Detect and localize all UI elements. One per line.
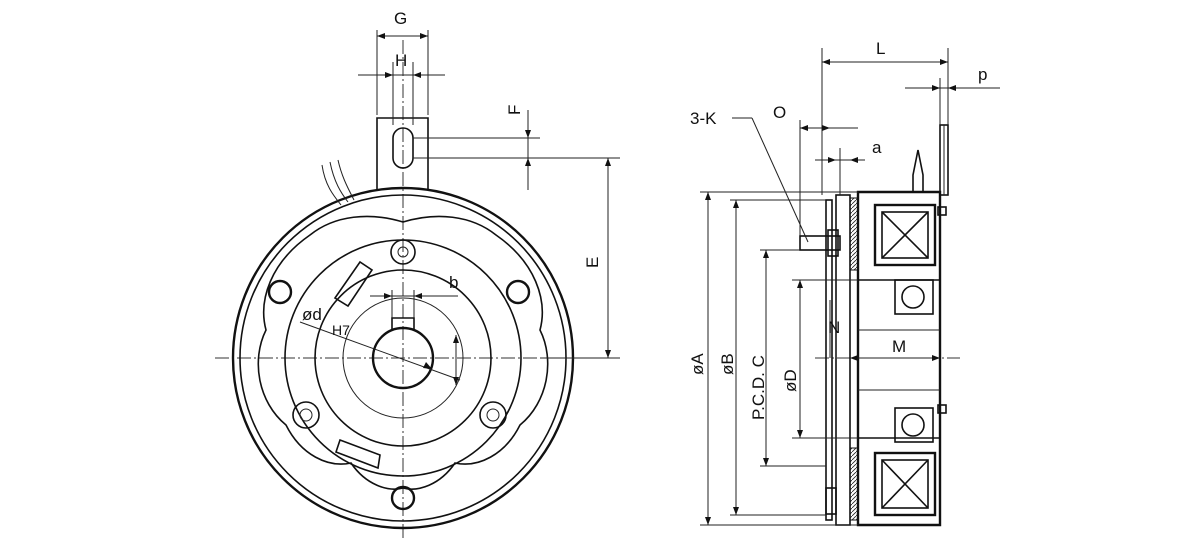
label-D: øD [781,369,800,392]
label-M: M [892,337,906,356]
label-N: N [828,318,840,337]
label-A: øA [688,353,707,375]
spring-slot-lower [334,438,381,470]
side-view: L p O a 3-K N M [688,39,1000,527]
front-view: G H F E b ød H7 [215,9,620,540]
label-C: P.C.D. C [749,355,768,420]
coil-top [873,203,937,267]
label-L: L [876,39,885,58]
bolt-lower [825,487,837,515]
bearing-top [894,279,934,315]
label-a: a [872,138,882,157]
torque-arm-slot [392,127,414,169]
label-B: øB [718,353,737,375]
torque-arm [376,117,429,190]
bore-circle [371,326,435,390]
mounting-hole-left [267,279,293,305]
flange-plate-outline [257,215,549,490]
lead-wire-2 [329,161,349,203]
coil-bottom [873,451,937,517]
keyway [391,317,415,330]
screw-right-top [937,206,947,216]
terminal-pin-left [912,149,924,192]
hub-middle-ring [314,269,492,447]
mounting-hole-right [505,279,531,305]
label-h7: H7 [332,322,350,338]
mounting-hole-bottom [390,485,416,511]
spring-slot-upper [333,260,374,308]
label-O: O [773,103,786,122]
armature-disc [825,199,833,521]
bolt-3K [799,235,841,251]
mounting-hole-lower-left [292,401,320,429]
dimension-line-bore [299,321,461,381]
mounting-hole-lower-right [479,401,507,429]
hub-inner-step [342,297,464,419]
mounting-hole-top [390,239,416,265]
bearing-bottom [894,407,934,443]
label-E: E [583,257,602,268]
label-od: ød [302,305,322,324]
label-3K: 3-K [690,109,717,128]
label-F: F [505,105,524,115]
label-b: b [449,273,458,292]
screw-right-bottom [937,404,947,414]
lead-wire-3 [337,159,355,201]
lead-wire-1 [321,164,342,206]
label-p: p [978,65,987,84]
label-G: G [394,9,407,28]
label-H: H [395,51,407,70]
